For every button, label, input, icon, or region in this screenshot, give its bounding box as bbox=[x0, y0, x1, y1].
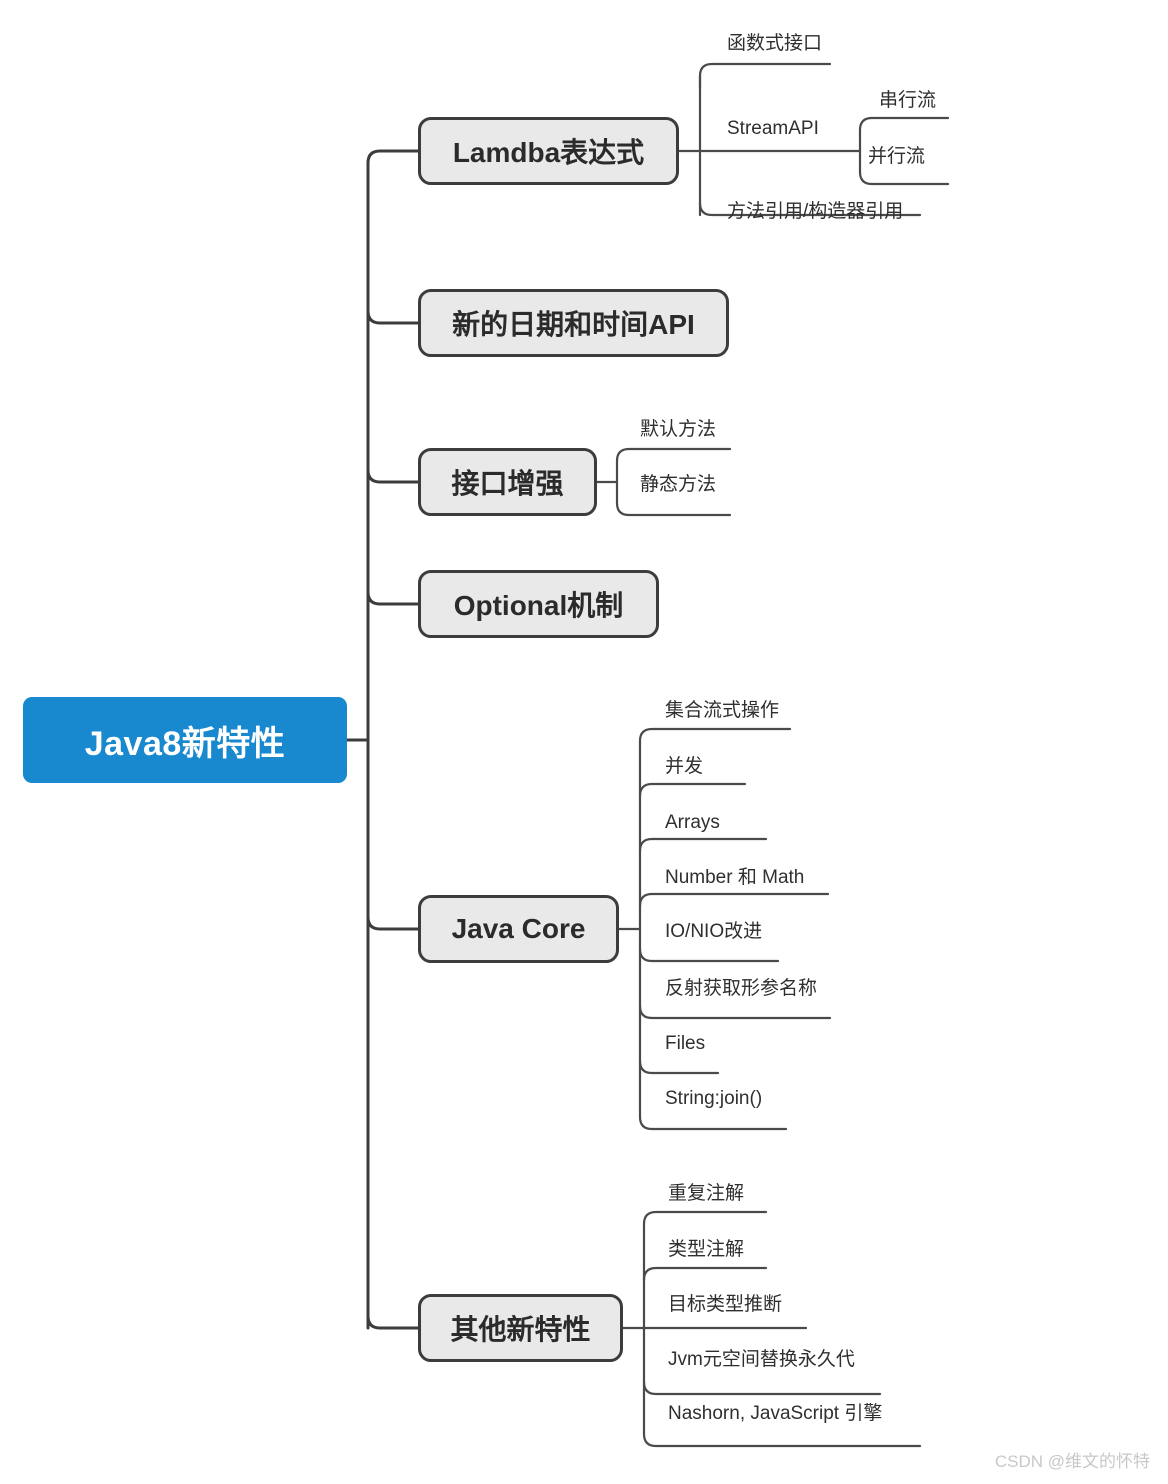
leaf-line-concurrency bbox=[638, 782, 747, 798]
leaf-line-parallel-stream bbox=[858, 170, 950, 186]
spine-to-other bbox=[366, 1314, 420, 1330]
spine-to-optional bbox=[366, 590, 420, 606]
leaf-type-annotation[interactable]: 类型注解 bbox=[668, 1239, 745, 1260]
spine-to-javacore bbox=[366, 915, 420, 931]
leaf-concurrency[interactable]: 并发 bbox=[665, 756, 704, 777]
branch-node-other-features[interactable]: 其他新特性 bbox=[418, 1294, 623, 1362]
leaf-nashorn-javascript-engine[interactable]: Nashorn, JavaScript 引擎 bbox=[668, 1403, 883, 1424]
leaf-line-nashorn bbox=[642, 1432, 922, 1448]
csdn-watermark: CSDN @维文的怀特 bbox=[994, 1452, 1150, 1471]
leaf-line-method-ref bbox=[698, 201, 922, 217]
leaf-functional-interface[interactable]: 函数式接口 bbox=[727, 33, 823, 54]
branch-node-lambda[interactable]: Lamdba表达式 bbox=[418, 117, 679, 185]
leaf-static-method[interactable]: 静态方法 bbox=[640, 474, 717, 495]
leaf-line-default-method bbox=[615, 447, 732, 463]
spine-to-lambda bbox=[366, 149, 420, 177]
leaf-line-collection-stream bbox=[638, 727, 792, 743]
leaf-method-reference[interactable]: 方法引用/构造器引用 bbox=[727, 201, 904, 222]
leaf-jvm-metaspace[interactable]: Jvm元空间替换永久代 bbox=[668, 1349, 855, 1370]
leaf-line-repeatable-annotation bbox=[642, 1210, 768, 1226]
leaf-line-arrays bbox=[638, 837, 768, 853]
spine-to-interface bbox=[366, 468, 420, 484]
leaf-line-files bbox=[638, 1059, 720, 1075]
leaf-streamapi[interactable]: StreamAPI bbox=[727, 118, 819, 139]
leaf-target-type-inference[interactable]: 目标类型推断 bbox=[668, 1294, 783, 1315]
leaf-line-reflection-param bbox=[638, 1004, 832, 1020]
leaf-line-type-annotation bbox=[642, 1266, 768, 1282]
leaf-arrays[interactable]: Arrays bbox=[665, 812, 720, 833]
branch-node-optional[interactable]: Optional机制 bbox=[418, 570, 659, 638]
leaf-line-jvm-metaspace bbox=[642, 1380, 882, 1396]
leaf-serial-stream[interactable]: 串行流 bbox=[879, 90, 937, 111]
leaf-number-math[interactable]: Number 和 Math bbox=[665, 867, 805, 888]
spine-to-datetime bbox=[366, 309, 420, 325]
leaf-line-functional-interface bbox=[698, 62, 832, 90]
branch-node-java-core[interactable]: Java Core bbox=[418, 895, 619, 963]
leaf-line-static-method bbox=[615, 501, 732, 517]
leaf-default-method[interactable]: 默认方法 bbox=[640, 419, 717, 440]
leaf-line-number-math bbox=[638, 892, 830, 908]
leaf-line-string-join bbox=[638, 1115, 788, 1131]
leaf-string-join[interactable]: String:join() bbox=[665, 1088, 763, 1109]
leaf-files[interactable]: Files bbox=[665, 1033, 706, 1054]
leaf-io-nio-improvement[interactable]: IO/NIO改进 bbox=[665, 921, 763, 942]
leaf-line-io-nio bbox=[638, 947, 780, 963]
leaf-collection-stream-ops[interactable]: 集合流式操作 bbox=[665, 700, 780, 721]
root-node[interactable]: Java8新特性 bbox=[23, 697, 347, 783]
branch-node-datetime-api[interactable]: 新的日期和时间API bbox=[418, 289, 729, 357]
leaf-parallel-stream[interactable]: 并行流 bbox=[868, 146, 926, 167]
leaf-reflection-parameter-name[interactable]: 反射获取形参名称 bbox=[665, 978, 818, 999]
branch-node-interface-enhancement[interactable]: 接口增强 bbox=[418, 448, 597, 516]
leaf-line-serial-stream bbox=[858, 116, 950, 132]
leaf-repeatable-annotation[interactable]: 重复注解 bbox=[668, 1183, 745, 1204]
